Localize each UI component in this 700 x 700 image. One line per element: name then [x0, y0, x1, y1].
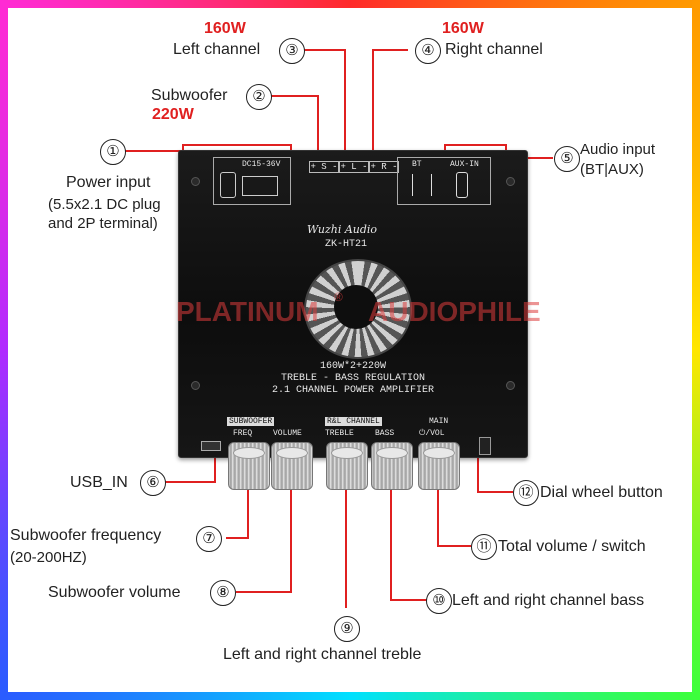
model-number: ZK-HT21 — [325, 239, 368, 250]
callout-power-left: 160W — [204, 20, 246, 37]
callout-label-total-volume: Total volume / switch — [498, 538, 646, 555]
knob-label-treble: TREBLE — [325, 429, 354, 438]
input-panel: BT AUX-IN — [397, 157, 491, 205]
callout-sub-power-input: (5.5x2.1 DC plug and 2P terminal) — [48, 196, 161, 232]
group-label-rl-channel: R&L CHANNEL — [325, 417, 382, 426]
callout-label-usb-in: USB_IN — [70, 474, 128, 491]
knob-label-freq: FREQ — [233, 429, 253, 438]
callout-label-treble: Left and right channel treble — [223, 646, 422, 663]
callout-label-sub-frequency: Subwoofer frequency — [10, 527, 162, 544]
group-label-main: MAIN — [429, 417, 449, 426]
antenna-icon — [412, 174, 432, 196]
group-label-subwoofer: SUBWOOFER — [227, 417, 275, 426]
callout-number-2: ② — [246, 84, 272, 110]
callout-number-12: ⑫ — [513, 480, 539, 506]
callout-label-bass: Left and right channel bass — [452, 592, 645, 609]
terminal-right: + R - — [369, 161, 399, 173]
callout-number-3: ③ — [279, 38, 305, 64]
feature-line-1: TREBLE - BASS REGULATION — [280, 373, 426, 384]
callout-number-11: ⑪ — [471, 534, 497, 560]
dc-plug-icon — [220, 172, 236, 198]
knob-main-volume[interactable] — [418, 442, 460, 490]
knob-subwoofer-frequency[interactable] — [228, 442, 270, 490]
terminal-block-icon — [242, 176, 278, 196]
callout-label-right-channel: Right channel — [445, 41, 543, 58]
callout-number-10: ⑩ — [426, 588, 452, 614]
knob-label-volume: VOLUME — [273, 429, 302, 438]
aux-label: AUX-IN — [450, 160, 479, 169]
callout-label-audio-input: Audio input — [580, 141, 656, 158]
bt-label: BT — [412, 160, 422, 169]
callout-lines — [124, 49, 553, 608]
power-spec: 160W*2+220W — [319, 361, 386, 372]
usb-port[interactable] — [201, 441, 221, 451]
knob-treble[interactable] — [326, 442, 368, 490]
screw-icon — [191, 177, 200, 186]
callout-label-sub-volume: Subwoofer volume — [48, 584, 181, 601]
callout-label-dial-wheel: Dial wheel button — [540, 484, 663, 501]
feature-line-2: 2.1 CHANNEL POWER AMPLIFIER — [271, 385, 435, 396]
heatsink-window — [304, 259, 412, 359]
amplifier-board: DC15-36V + S - + L - + R - BT AUX-IN Wuz… — [178, 150, 528, 458]
terminal-subwoofer: + S - — [309, 161, 339, 173]
callout-sub-sub-frequency: (20-200HZ) — [10, 549, 87, 566]
watermark-reg: ® — [334, 290, 343, 304]
brand-logo-text: Wuzhi Audio — [307, 223, 378, 236]
callout-number-8: ⑧ — [210, 580, 236, 606]
knob-subwoofer-volume[interactable] — [271, 442, 313, 490]
callout-power-right: 160W — [442, 20, 484, 37]
callout-number-5: ⑤ — [554, 146, 580, 172]
callout-label-left-channel: Left channel — [173, 41, 261, 58]
dial-wheel-button[interactable] — [479, 437, 491, 455]
callout-number-9: ⑨ — [334, 616, 360, 642]
knob-label-bass: BASS — [375, 429, 395, 438]
screw-icon — [191, 381, 200, 390]
watermark: PLATINUM ® AUDIOPHILE — [148, 288, 568, 334]
dc-voltage-label: DC15-36V — [242, 160, 281, 169]
watermark-right: AUDIOPHILE — [368, 296, 541, 327]
screw-icon — [506, 177, 515, 186]
callout-label-subwoofer: Subwoofer — [151, 87, 228, 104]
knob-bass[interactable] — [371, 442, 413, 490]
dc-power-jack: DC15-36V — [213, 157, 291, 205]
screw-icon — [506, 381, 515, 390]
callout-number-4: ④ — [415, 38, 441, 64]
watermark-left: PLATINUM — [176, 296, 319, 327]
callout-power-subwoofer: 220W — [152, 106, 194, 123]
product-diagram-canvas: ① Power input (5.5x2.1 DC plug and 2P te… — [8, 8, 692, 692]
callout-sub-audio-input: (BT|AUX) — [580, 161, 644, 178]
knob-label-main-vol: ⏻/VOL — [419, 429, 445, 438]
terminal-left: + L - — [339, 161, 369, 173]
aux-jack-icon — [456, 172, 468, 198]
callout-label-power-input: Power input — [66, 174, 151, 191]
callout-number-6: ⑥ — [140, 470, 166, 496]
speaker-terminals: + S - + L - + R - — [309, 157, 399, 179]
callout-number-1: ① — [100, 139, 126, 165]
callout-number-7: ⑦ — [196, 526, 222, 552]
